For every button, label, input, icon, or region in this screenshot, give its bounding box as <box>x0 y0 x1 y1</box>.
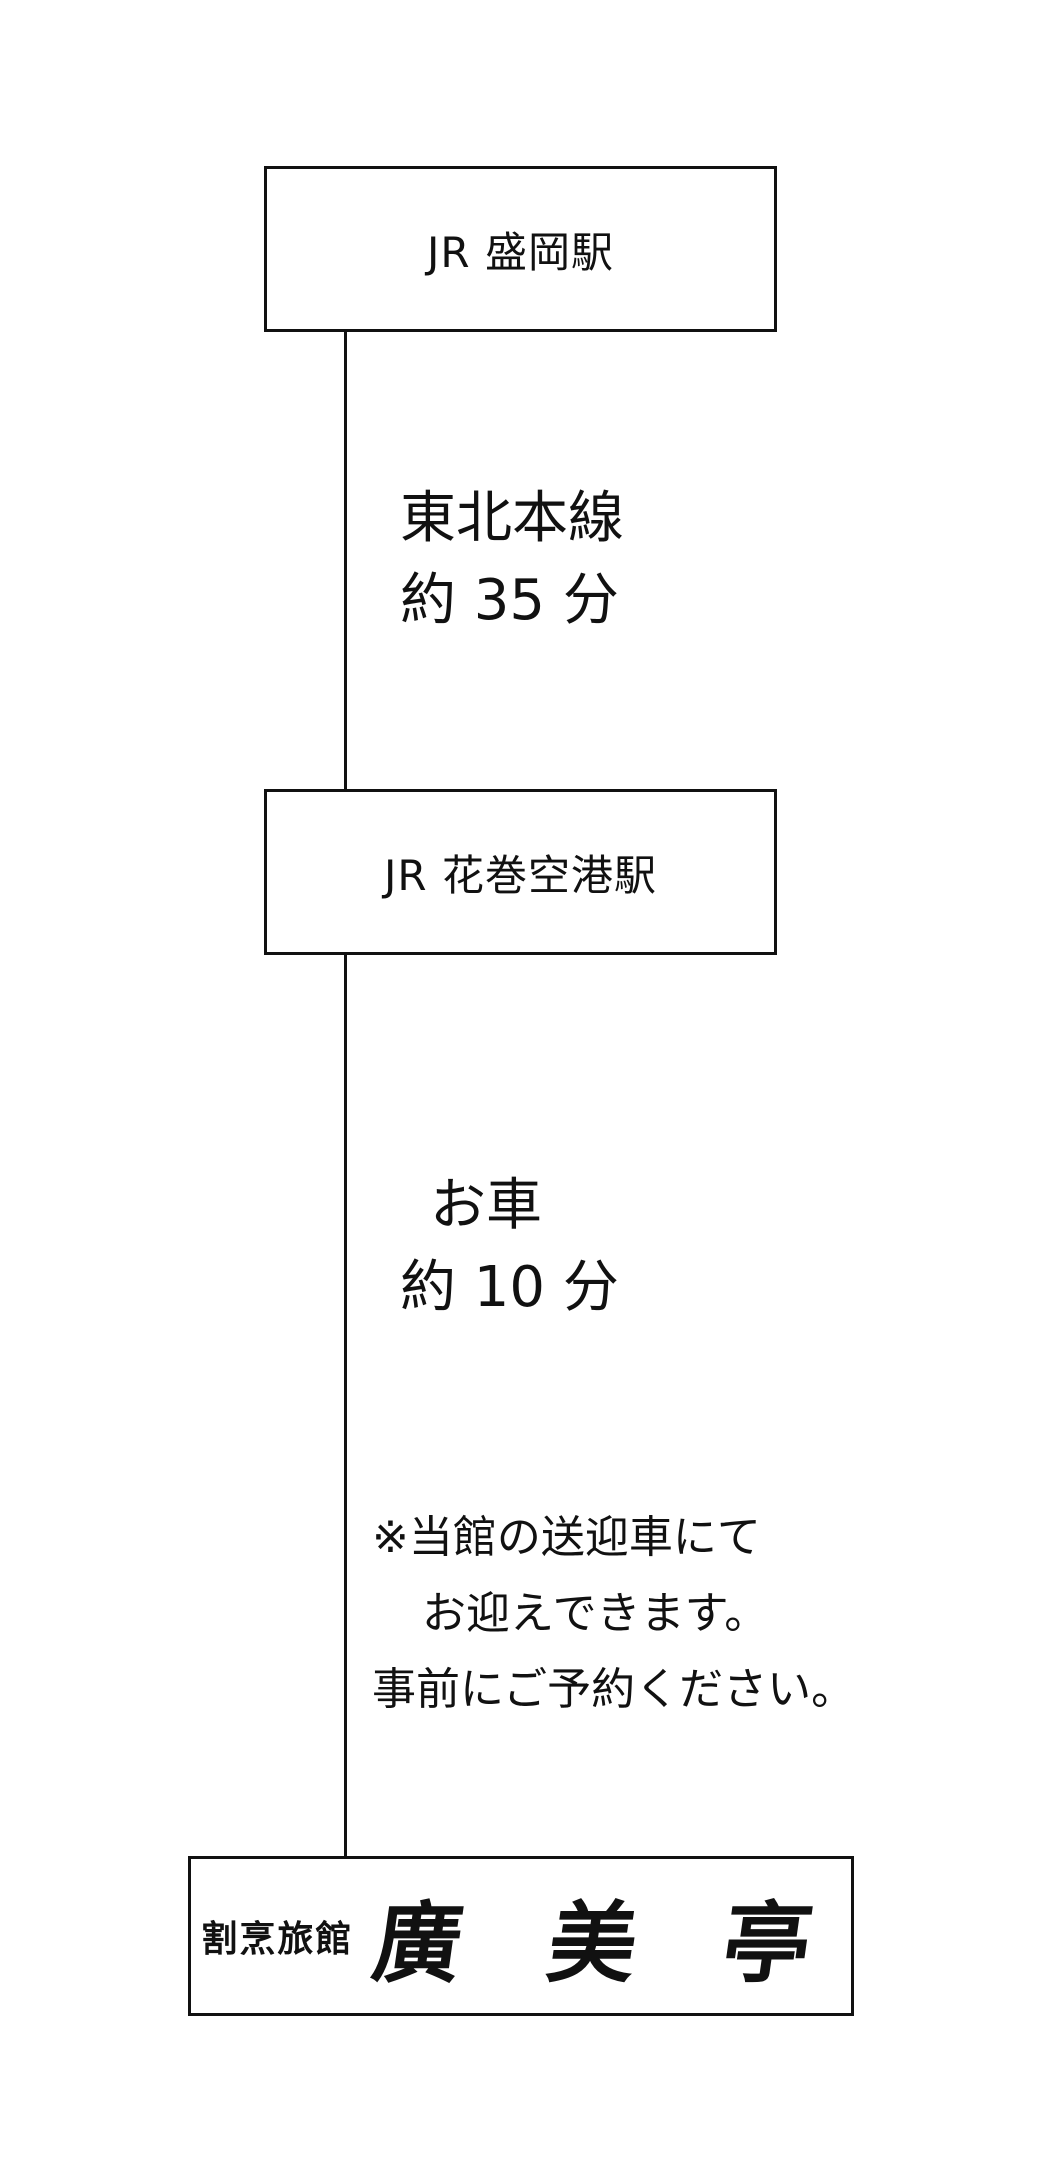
route-mode-1: 東北本線 <box>400 486 624 551</box>
shuttle-note-line-1: ※当館の送迎車にて <box>372 1512 761 1563</box>
connector-line-2 <box>344 953 347 1858</box>
shuttle-note: ※当館の送迎車にて お迎えできます。 事前にご予約ください。 <box>372 1500 855 1728</box>
route-leg-1: 東北本線 約 35 分 <box>400 478 624 642</box>
shuttle-note-line-3: 事前にご予約ください。 <box>372 1664 856 1715</box>
destination-name-logo: 廣 美 亭 <box>367 1890 848 1995</box>
station-box-hanamaki-airport: JR 花巻空港駅 <box>264 789 777 955</box>
destination-type-label: 割烹旅館 <box>201 1919 354 1960</box>
station-box-morioka: JR 盛岡駅 <box>264 166 777 332</box>
connector-line-1 <box>344 330 347 790</box>
station-label-hanamaki-airport: JR 花巻空港駅 <box>384 850 657 900</box>
route-duration-2: 約 10 分 <box>400 1255 619 1320</box>
route-duration-1: 約 35 分 <box>400 568 619 633</box>
station-label-morioka: JR 盛岡駅 <box>427 227 614 277</box>
route-mode-2: お車 <box>430 1173 542 1238</box>
destination-box: 割烹旅館 廣 美 亭 <box>188 1856 854 2016</box>
shuttle-note-line-2: お迎えできます。 <box>422 1588 769 1639</box>
route-leg-2: お車 約 10 分 <box>400 1165 619 1329</box>
